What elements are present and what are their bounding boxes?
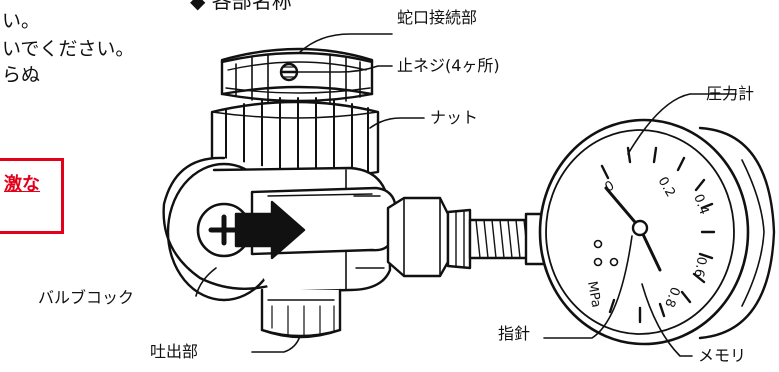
gauge-unit: MPa bbox=[584, 280, 603, 309]
label-pointer: 指針 bbox=[498, 324, 531, 343]
leader-faucet bbox=[299, 33, 393, 53]
label-faucet-connection: 蛇口接続部 bbox=[397, 8, 478, 27]
gauge-tick-0-4: 0.4 bbox=[690, 192, 711, 217]
warning-text: 激な bbox=[4, 174, 40, 195]
label-valve-cock: バルブコック bbox=[38, 288, 135, 307]
leader-outlet bbox=[251, 335, 301, 353]
nut-part bbox=[210, 97, 380, 185]
set-screw bbox=[279, 62, 299, 82]
gauge-tick-0-8: 0.8 bbox=[661, 285, 682, 310]
hex-fitting bbox=[386, 196, 558, 278]
main-body bbox=[162, 156, 398, 302]
leader-nut bbox=[369, 117, 425, 129]
label-pressure-gauge: 圧力計 bbox=[706, 84, 755, 103]
left-text-line-1: い。 bbox=[2, 10, 41, 32]
leader-screw bbox=[295, 65, 393, 73]
section-heading: ◆ 各部名称 bbox=[190, 0, 292, 13]
label-nut: ナット bbox=[430, 108, 479, 127]
label-set-screw: 止ネジ(4ヶ所) bbox=[397, 56, 500, 75]
outlet-part bbox=[260, 288, 342, 339]
left-text-line-2: いでください。 bbox=[2, 38, 135, 60]
leader-pointer bbox=[543, 235, 633, 339]
pressure-gauge-part bbox=[538, 118, 776, 346]
leader-lines bbox=[195, 33, 737, 357]
gauge-tick-0-6: 0.6 bbox=[690, 255, 708, 278]
warning-box bbox=[0, 158, 64, 234]
leader-gauge bbox=[627, 93, 737, 155]
left-text-line-3: らぬ bbox=[2, 64, 41, 86]
leader-scale bbox=[641, 283, 693, 357]
label-outlet: 吐出部 bbox=[150, 342, 199, 361]
leader-valve bbox=[195, 267, 217, 297]
faucet-connection-part bbox=[220, 47, 374, 104]
label-scale: メモリ bbox=[698, 346, 747, 365]
